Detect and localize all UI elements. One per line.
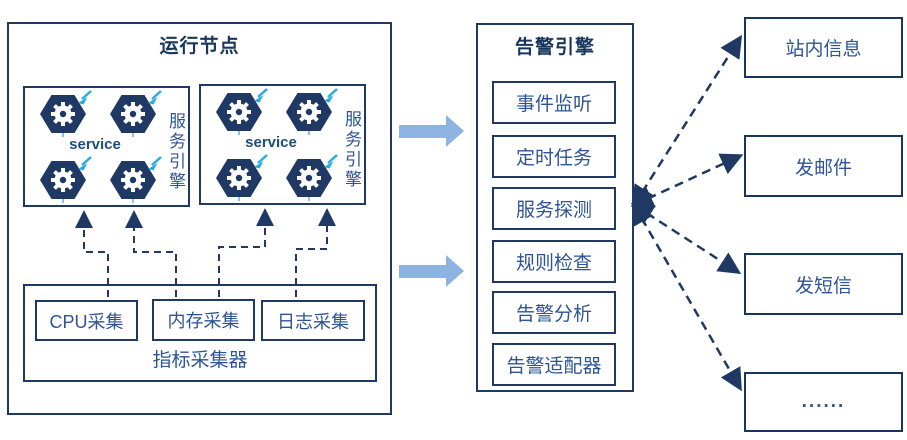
site-message-box: 站内信息 bbox=[744, 17, 903, 78]
flow-arrow-icon bbox=[399, 255, 464, 287]
service-engine-box-2: service 服务引擎 bbox=[199, 84, 366, 205]
alert-engine-title: 告警引擎 bbox=[514, 37, 595, 58]
alert-engine-panel: 告警引擎 事件监听 定时任务 服务探测 规则检查 告警分析 告警适配器 bbox=[476, 23, 634, 392]
send-sms-box: 发短信 bbox=[744, 253, 903, 315]
alert-to-sms-connector bbox=[630, 202, 742, 275]
memory-collector-box: 内存采集 bbox=[152, 299, 255, 341]
service-gear-icon bbox=[37, 89, 93, 139]
service-gear-icon bbox=[213, 87, 269, 137]
alert-adapter-box: 告警适配器 bbox=[492, 343, 616, 386]
service-gear-icon bbox=[213, 153, 269, 203]
metric-collector-box: CPU采集 内存采集 日志采集 指标采集器 bbox=[23, 284, 377, 382]
alert-to-more-connector bbox=[632, 201, 742, 392]
service-probe-box: 服务探测 bbox=[492, 187, 616, 230]
alert-analysis-box: 告警分析 bbox=[492, 291, 616, 334]
service-gear-icon bbox=[283, 153, 339, 203]
flow-arrow-icon bbox=[399, 115, 464, 147]
alert-to-email-connector bbox=[630, 153, 744, 208]
metric-collector-title: 指标采集器 bbox=[152, 350, 248, 371]
running-node-title: 运行节点 bbox=[159, 36, 240, 57]
send-email-box: 发邮件 bbox=[744, 135, 903, 197]
cpu-collector-box: CPU采集 bbox=[35, 300, 138, 341]
timed-task-box: 定时任务 bbox=[492, 135, 616, 178]
alert-to-site-message-connector bbox=[631, 34, 743, 209]
service-gear-icon bbox=[107, 155, 163, 205]
service-gear-icon bbox=[283, 87, 339, 137]
service-gear-icon bbox=[107, 89, 163, 139]
service-label: service bbox=[245, 134, 297, 151]
service-engine-box-1: service 服务引擎 bbox=[23, 86, 190, 207]
service-gear-icon bbox=[37, 155, 93, 205]
service-engine-label: 服务引擎 bbox=[342, 110, 361, 190]
rule-check-box: 规则检查 bbox=[492, 240, 616, 283]
service-engine-label: 服务引擎 bbox=[166, 112, 185, 192]
service-label: service bbox=[69, 136, 121, 153]
log-collector-box: 日志采集 bbox=[261, 300, 365, 341]
event-listen-box: 事件监听 bbox=[492, 81, 616, 124]
more-outputs-box: ...... bbox=[744, 372, 903, 432]
running-node-panel: 运行节点 service 服务引擎 service 服务引擎 CPU采集 内存采… bbox=[7, 22, 392, 415]
